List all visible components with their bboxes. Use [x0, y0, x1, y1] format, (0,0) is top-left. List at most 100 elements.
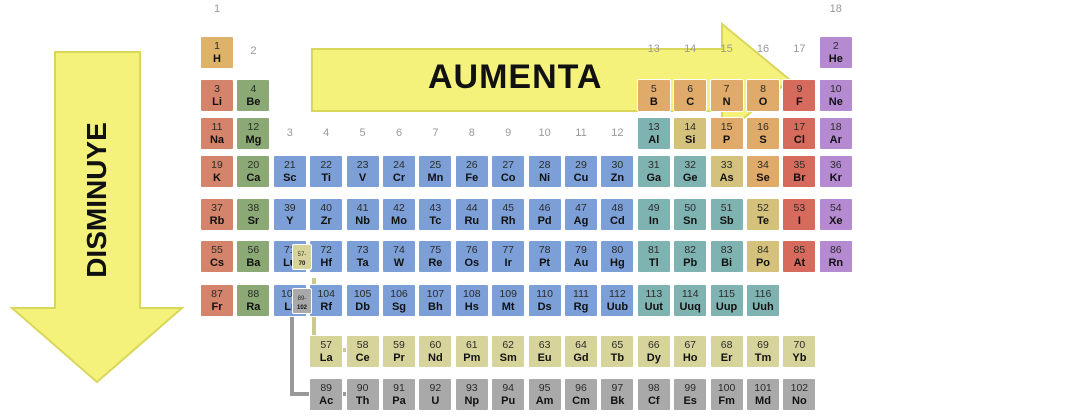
element-symbol: Uuq	[679, 301, 701, 313]
atomic-number: 107	[426, 288, 445, 300]
element-symbol: Rh	[500, 215, 516, 227]
element-symbol: Sb	[719, 215, 734, 227]
atomic-number: 109	[499, 288, 517, 300]
group-number: 3	[286, 127, 293, 139]
element-symbol: K	[213, 172, 221, 184]
atomic-number: 96	[575, 382, 587, 394]
atomic-number: 77	[502, 244, 515, 256]
atomic-number: 89	[320, 382, 333, 394]
atomic-number: 21	[283, 159, 296, 171]
element-symbol: No	[792, 395, 807, 407]
atomic-number: 87	[211, 288, 223, 300]
atomic-number: 14	[684, 121, 697, 133]
element-symbol: Na	[209, 134, 225, 146]
atomic-number: 8	[760, 83, 766, 95]
element-symbol: Fm	[718, 395, 735, 407]
atomic-number: 61	[465, 339, 478, 351]
element-symbol: Th	[355, 395, 370, 407]
element-symbol: Mt	[501, 301, 515, 313]
element-symbol: Bk	[610, 395, 625, 407]
element-symbol: Pb	[683, 257, 698, 269]
element-symbol: Uuh	[752, 301, 774, 313]
element-symbol: I	[797, 215, 801, 227]
element-symbol: B	[649, 96, 658, 108]
atomic-number: 4	[250, 83, 257, 95]
atomic-number: 72	[320, 244, 333, 256]
atomic-number: 100	[717, 382, 736, 394]
atomic-number: 7	[723, 83, 730, 95]
atomic-number: 28	[538, 159, 551, 171]
element-symbol: Cl	[793, 134, 805, 146]
group-number: 2	[250, 45, 257, 57]
element-symbol: Pt	[539, 257, 551, 269]
element-symbol: Bh	[428, 301, 443, 313]
element-symbol: Am	[535, 395, 554, 407]
element-symbol: Ra	[246, 301, 261, 313]
element-symbol: Al	[648, 134, 660, 146]
element-symbol: Be	[246, 96, 261, 108]
atomic-number: 49	[647, 202, 660, 214]
atomic-number: 48	[611, 202, 624, 214]
element-symbol: U	[431, 395, 440, 407]
element-symbol: Es	[683, 395, 697, 407]
atomic-number: 57-	[297, 252, 307, 258]
atomic-number: 25	[429, 159, 442, 171]
atomic-number: 41	[356, 202, 369, 214]
group-number: 7	[432, 127, 439, 139]
atomic-number: 110	[536, 288, 553, 300]
atomic-number: 86	[829, 244, 842, 256]
element-symbol: Ca	[246, 172, 261, 184]
element-symbol: C	[686, 96, 695, 108]
atomic-number: 53	[793, 202, 806, 214]
atomic-number: 105	[353, 288, 372, 300]
element-symbol: O	[758, 96, 768, 108]
element-symbol: H	[213, 53, 221, 65]
atomic-number: 39	[283, 202, 296, 214]
element-symbol: Np	[464, 395, 480, 407]
group-number: 1	[213, 3, 221, 15]
atomic-number: 81	[647, 244, 660, 256]
atomic-number: 51	[720, 202, 733, 214]
atomic-number: 15	[720, 121, 733, 133]
group-number: 15	[720, 43, 733, 55]
element-symbol: Ds	[537, 301, 552, 313]
atomic-number: 83	[720, 244, 733, 256]
atomic-number: 9	[796, 83, 803, 95]
atomic-number: 104	[317, 288, 335, 300]
element-symbol: Fe	[465, 172, 479, 184]
atomic-number: 79	[575, 244, 587, 256]
atomic-number: 36	[829, 159, 842, 171]
element-symbol: Ba	[246, 257, 261, 269]
group-number: 14	[684, 43, 697, 55]
element-symbol: P	[722, 134, 731, 146]
atomic-number: 57	[320, 339, 333, 351]
element-symbol: Cr	[392, 172, 406, 184]
